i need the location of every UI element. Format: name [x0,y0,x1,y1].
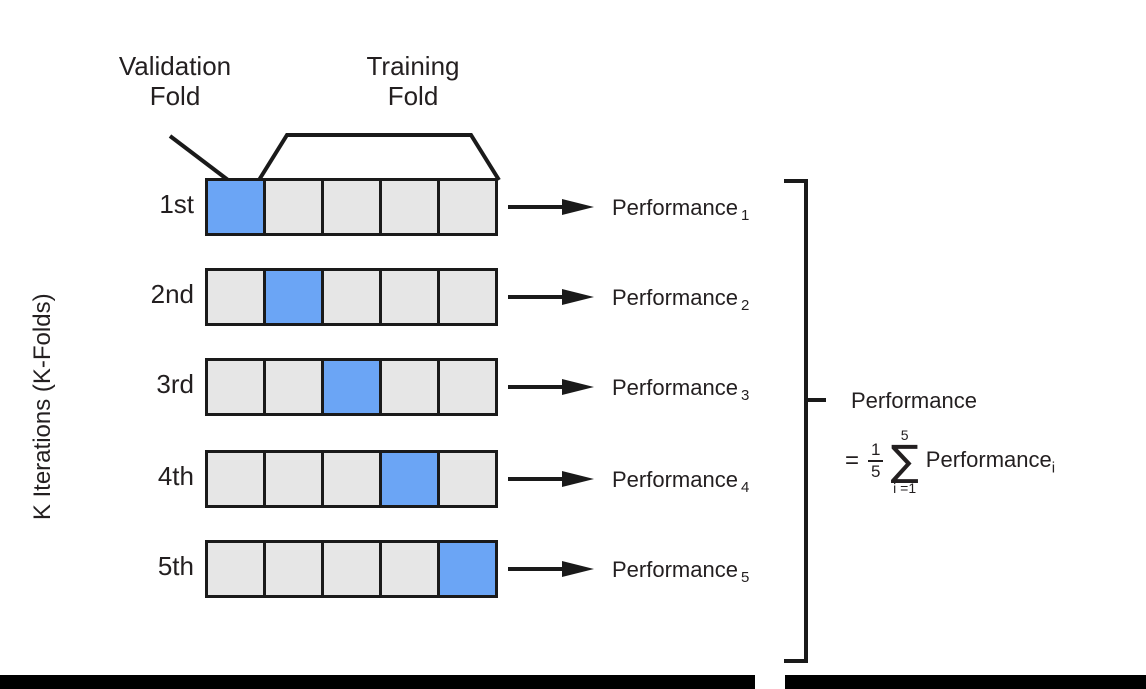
training-fold-caption-line1: Training [366,51,460,81]
summand-text: Performance [925,446,1052,472]
fold-row-5th [205,540,498,598]
fold-row-2nd [205,268,498,326]
fold-cell-training[interactable] [382,543,440,595]
performance-text-1: Performance [612,195,738,220]
fraction-bar [868,460,884,463]
training-fold-trapezoid-bracket [257,133,501,182]
sigma-icon: ∑ [890,436,919,485]
row-label-5th: 5th [157,551,194,581]
performance-text-2: Performance [612,285,738,310]
summation-operator: 5 ∑ i =1 [890,428,918,495]
fold-cell-validation[interactable] [382,453,440,505]
fold-cell-training[interactable] [382,271,440,323]
performance-subscript-5: 5 [740,569,750,587]
fraction-numerator: 1 [871,440,881,460]
formula-result-label: Performance [851,388,977,413]
fold-cell-validation[interactable] [266,271,324,323]
row-label-2nd: 2nd [150,279,194,309]
fold-cell-training[interactable] [324,181,382,233]
fold-cell-training[interactable] [382,181,440,233]
performance-text-5: Performance [612,557,738,582]
fold-cell-training[interactable] [440,361,495,413]
validation-fold-caption-line2: Fold [149,80,201,111]
fold-cell-training[interactable] [266,543,324,595]
arrow-to-performance-5 [508,561,594,577]
fold-cell-training[interactable] [440,271,495,323]
performance-text-3: Performance [612,375,738,400]
sum-lower-limit: i =1 [893,479,917,496]
formula-equation: = 1 5 5 ∑ i =1 Performancei [845,428,1055,495]
arrow-to-performance-2 [508,289,594,305]
training-fold-caption-line2: Fold [387,80,439,111]
row-label-4th: 4th [157,461,194,491]
fold-cell-training[interactable] [208,361,266,413]
fold-cell-training[interactable] [266,361,324,413]
validation-fold-pointer-line [168,134,230,182]
fold-cell-training[interactable] [208,453,266,505]
fold-cell-validation[interactable] [440,543,495,595]
fold-cell-training[interactable] [324,453,382,505]
sum-upper-limit: 5 [900,427,909,443]
fold-cell-validation[interactable] [208,181,266,233]
performance-text-4: Performance [612,467,738,492]
equals-sign: = [845,447,860,475]
fold-cell-training[interactable] [440,453,495,505]
fraction-denominator: 5 [871,462,881,482]
performance-subscript-3: 3 [740,387,750,405]
fold-cell-training[interactable] [382,361,440,413]
validation-fold-caption: Validation Fold [80,51,270,112]
performance-subscript-2: 2 [740,297,750,315]
arrow-to-performance-3 [508,379,594,395]
fold-cell-training[interactable] [208,271,266,323]
k-iterations-axis-label: K Iterations (K-Folds) [29,293,57,521]
fold-cell-training[interactable] [324,271,382,323]
bottom-black-bar-right [785,675,1146,689]
fold-cell-training[interactable] [324,543,382,595]
row-label-3rd: 3rd [156,369,194,399]
row-label-1st: 1st [159,189,194,219]
fold-row-3rd [205,358,498,416]
validation-fold-caption-line1: Validation [118,51,232,81]
mean-performance-formula: Performance = 1 5 5 ∑ i =1 Performancei [845,388,1055,495]
fold-cell-training[interactable] [440,181,495,233]
performance-subscript-1: 1 [740,207,750,225]
one-over-k-fraction: 1 5 [868,440,884,482]
aggregation-bracket [784,179,826,663]
arrow-to-performance-4 [508,471,594,487]
performance-subscript-4: 4 [740,479,750,497]
fold-cell-training[interactable] [266,181,324,233]
fold-cell-training[interactable] [208,543,266,595]
fold-cell-training[interactable] [266,453,324,505]
fold-cell-validation[interactable] [324,361,382,413]
summand-label: Performancei [926,447,1055,476]
fold-row-1st [205,178,498,236]
fold-row-4th [205,450,498,508]
summand-subscript: i [1051,459,1056,476]
arrow-to-performance-1 [508,199,594,215]
training-fold-caption: Training Fold [318,51,508,112]
bottom-black-bar-left [0,675,755,689]
